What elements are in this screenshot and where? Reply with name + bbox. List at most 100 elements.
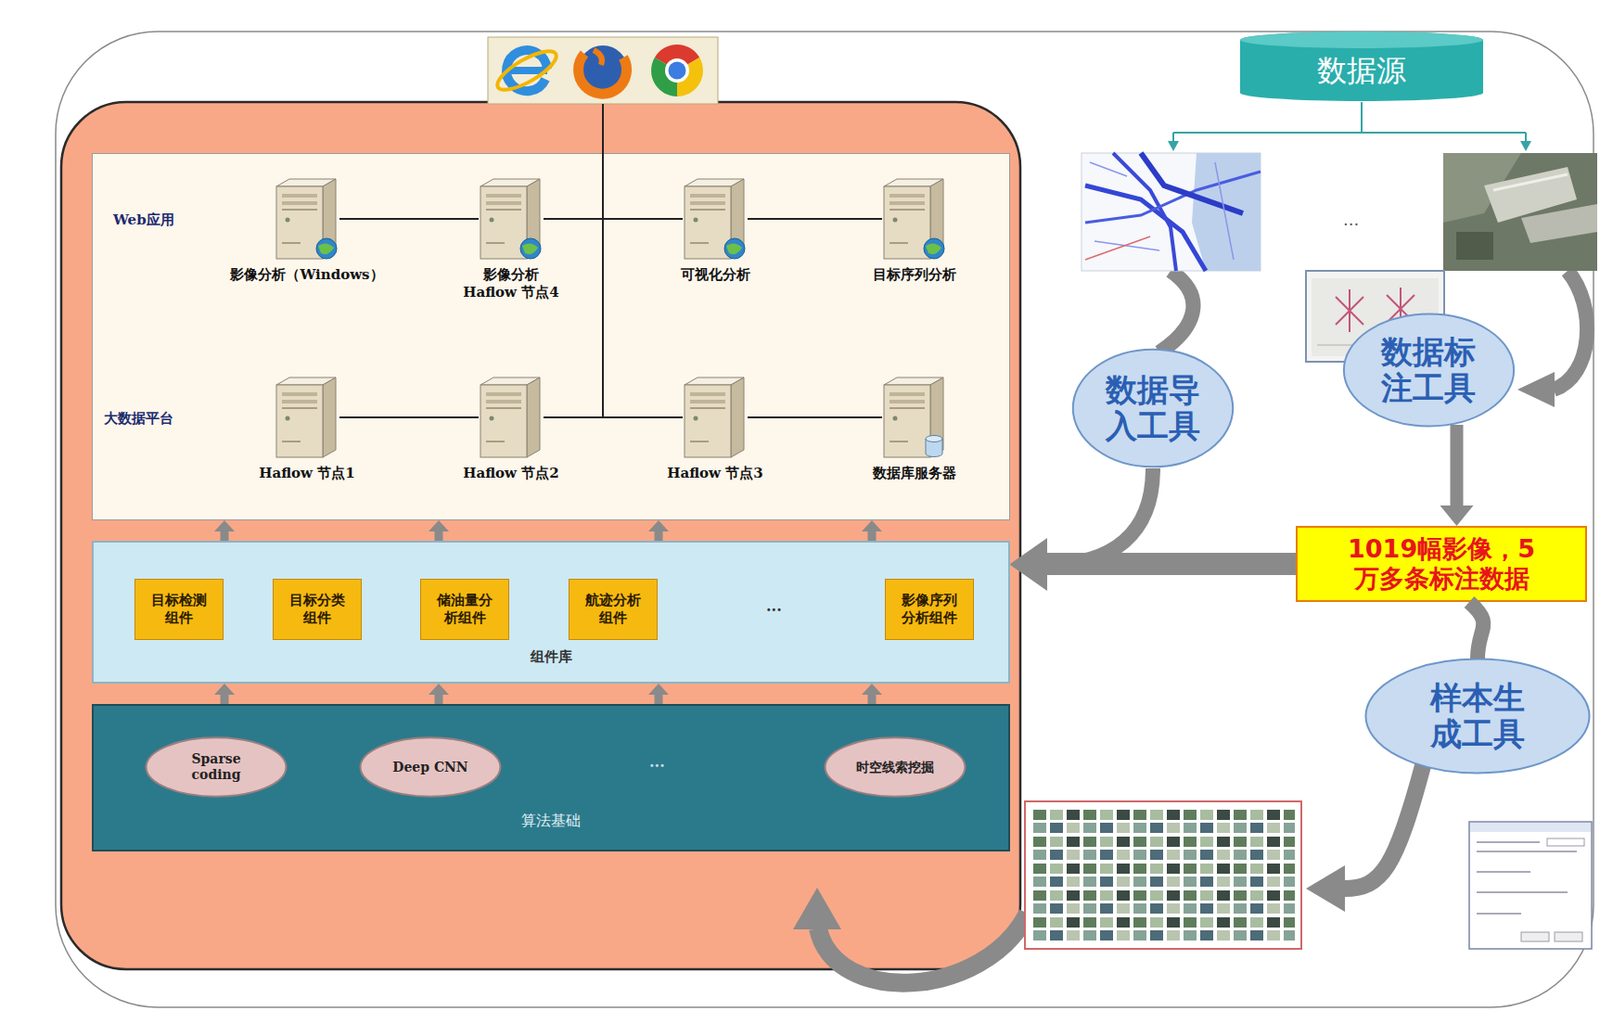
satellite-image: [1456, 231, 1494, 260]
connector-line: [1046, 468, 1153, 565]
server-node: [889, 440, 909, 443]
component-box: 目标检测组件: [134, 578, 224, 640]
sample-tiles-image: [1024, 801, 1302, 949]
node-text: 样本生成工具: [1428, 679, 1526, 753]
server-node: [726, 243, 743, 255]
server-node: [882, 375, 948, 460]
algorithm-ellipse: [360, 737, 501, 796]
server-node: [522, 243, 538, 255]
connector: [339, 218, 479, 220]
connector: [1440, 424, 1474, 526]
source-branches: [1520, 140, 1532, 152]
dialog-screenshot: [1469, 821, 1592, 949]
server-node: [883, 186, 931, 259]
connector-line: [220, 693, 230, 704]
node-text: 储油量分析组件: [435, 591, 494, 628]
node-text: 组件库: [93, 648, 1009, 666]
server-node: [684, 186, 731, 259]
node-text: 数据标注工具: [1380, 333, 1478, 407]
server-node: [276, 186, 323, 259]
node-text: 数据导入工具: [1103, 371, 1202, 445]
server-node: [690, 440, 709, 443]
flow-arrow: [1344, 762, 1424, 889]
arrow-head: [648, 683, 669, 695]
server-node: [520, 238, 541, 259]
connector-line: [339, 416, 479, 419]
arrow-head: [428, 520, 449, 532]
server-node: [281, 407, 318, 410]
source-branches: [1167, 140, 1179, 152]
server-node: [478, 177, 544, 261]
arrow-head: [428, 683, 449, 695]
server-node: [889, 193, 925, 198]
tool-ellipse: [1073, 349, 1233, 468]
server-node: [276, 384, 323, 458]
connector-line: [435, 530, 444, 541]
server-node: [925, 243, 942, 255]
node-text: Haflow 节点1: [258, 464, 355, 483]
connector-line: [654, 693, 664, 704]
connector-line: [339, 217, 479, 220]
dialog-screenshot: [1554, 932, 1583, 942]
connector-line: [747, 217, 883, 220]
trajectory-map-image: [1085, 236, 1151, 260]
tool-ellipse: 数据标注工具: [1342, 311, 1516, 429]
node-text: Sparse coding: [183, 751, 249, 783]
node-text: Haflow 节点3: [666, 464, 763, 483]
server-node: 目标序列分析: [882, 177, 948, 261]
component-box: 影像序列分析组件: [884, 578, 974, 640]
outer-frame: [55, 31, 1594, 1008]
server-node: [923, 238, 945, 259]
node-text: Deep CNN: [392, 759, 468, 776]
connector-line: [435, 693, 444, 704]
connector-line: [654, 530, 664, 541]
connector: [214, 683, 235, 704]
dialog-screenshot: [1469, 821, 1592, 949]
server-node: [690, 201, 726, 205]
server-node: [889, 407, 925, 410]
server-node: [690, 208, 726, 211]
algorithm-band: 算法基础Sparse codingDeep CNN时空线索挖掘: [91, 704, 1011, 852]
server-node: [486, 440, 505, 443]
server-node: [690, 399, 726, 404]
node-text: 时空线索挖掘: [856, 759, 935, 776]
server-node: [730, 377, 744, 458]
arrow-head: [861, 520, 883, 532]
component-box: 目标分类组件: [272, 578, 362, 640]
server-node: Haflow 节点2: [478, 375, 544, 460]
trajectory-map-image: [1191, 153, 1261, 271]
algorithm-ellipse: 时空线索挖掘: [823, 736, 967, 798]
tool-ellipse: [1365, 659, 1589, 774]
node-text: 影像分析（Windows）: [230, 266, 384, 284]
sample-tiles-image: [1024, 801, 1302, 949]
browser-icons: [487, 37, 718, 104]
server-node: [889, 392, 925, 397]
source-branches: [1167, 102, 1532, 152]
server-node: [682, 177, 748, 261]
node-text: 目标分类组件: [288, 591, 346, 628]
server-node: [690, 193, 726, 198]
server-node: [316, 238, 337, 259]
server-node: [925, 435, 943, 443]
node-text: 目标检测组件: [150, 591, 208, 628]
arrow-head: [1010, 537, 1048, 590]
server-node: Haflow 节点1: [274, 375, 340, 460]
connector: [543, 417, 683, 419]
server-node: [690, 392, 726, 397]
flow-arrow: [818, 913, 1028, 984]
node-text: 影像序列分析组件: [900, 591, 959, 628]
dialog-screenshot: [1521, 932, 1549, 942]
browser-icons: [665, 58, 690, 83]
trajectory-map-image: [1085, 171, 1261, 223]
ellipsis-label: ...: [1343, 209, 1359, 230]
data-source: [1240, 31, 1484, 49]
connector-line: [220, 530, 230, 541]
connector: [339, 417, 479, 419]
server-node: [889, 201, 925, 205]
connector-line: [1469, 601, 1484, 659]
browser-icons: [668, 62, 687, 80]
ellipsis-label: ...: [649, 753, 666, 771]
server-node: [478, 375, 544, 460]
dialog-screenshot: [1470, 822, 1591, 832]
